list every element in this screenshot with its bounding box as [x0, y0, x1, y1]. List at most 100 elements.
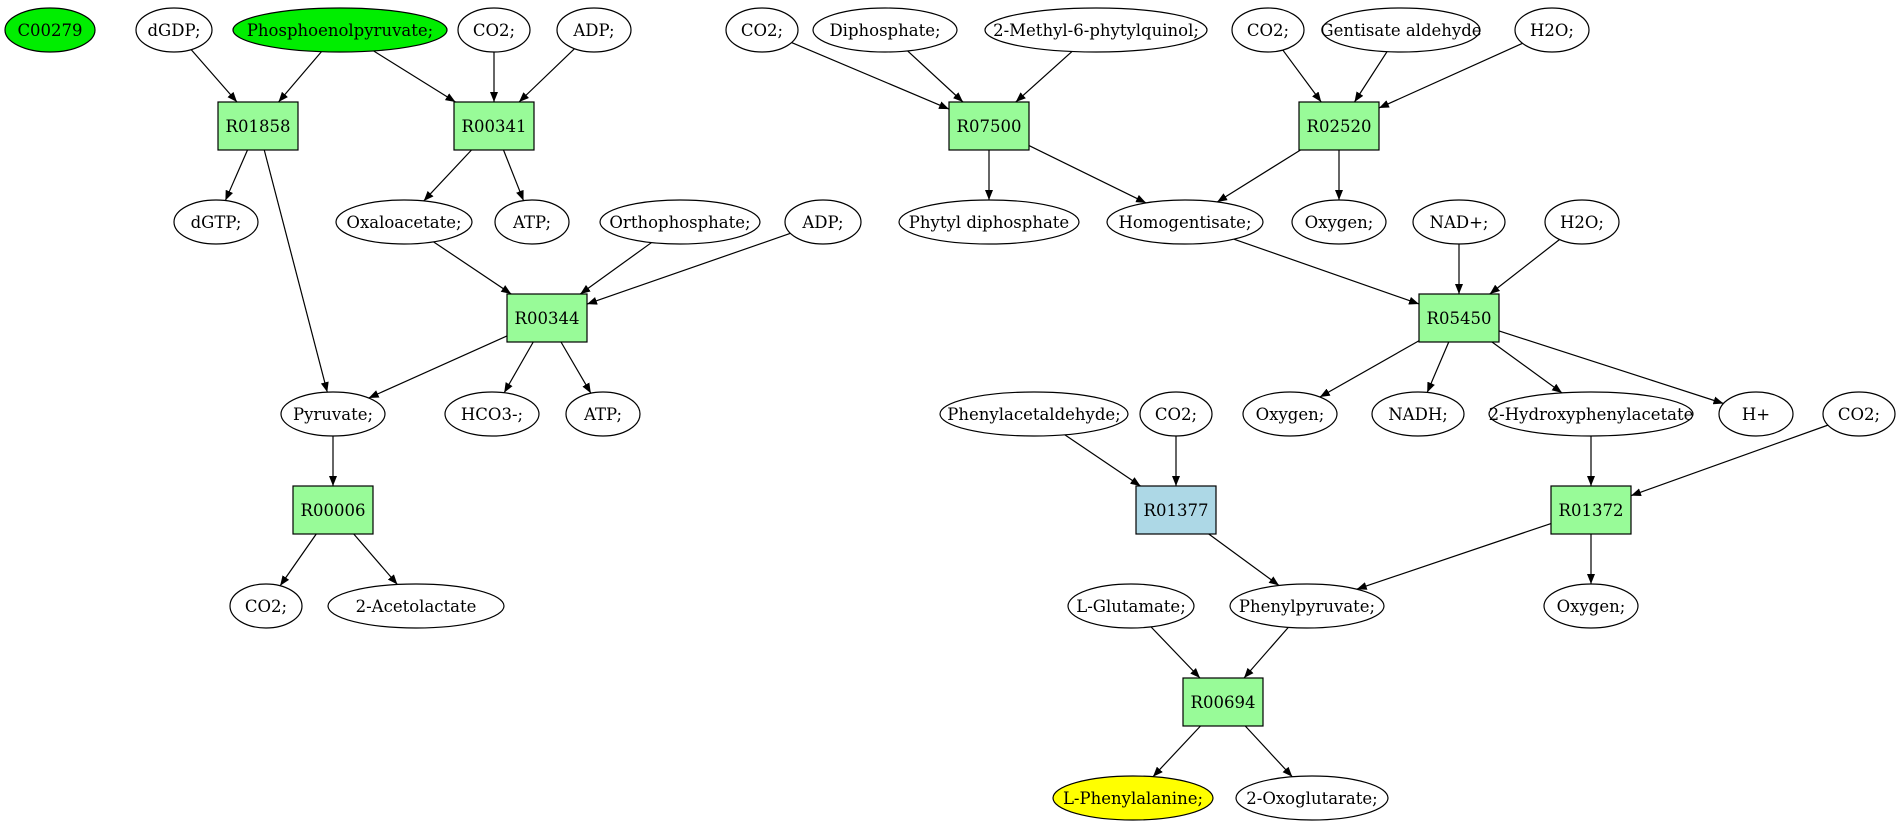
edge-adp-a-to-r00341: [518, 48, 575, 103]
compound-node-adp-b: ADP;: [784, 199, 862, 245]
edge-homogentisate-to-r05450: [1233, 238, 1420, 305]
compound-ellipse: [1139, 391, 1213, 437]
node-label: Phosphoenolpyruvate;: [247, 21, 433, 40]
compound-node-phenylpyruvate: Phenylpyruvate;: [1229, 583, 1385, 629]
edge-pep-to-r00341: [373, 50, 456, 103]
node-label: L-Glutamate;: [1076, 597, 1186, 616]
compound-ellipse: [4, 7, 96, 53]
node-label: L-Phenylalanine;: [1063, 789, 1203, 808]
compound-ellipse: [556, 7, 632, 53]
edge-r01858-to-pyruvate: [263, 149, 329, 393]
compound-node-nad: NAD+;: [1412, 199, 1506, 245]
node-label: Oxaloacetate;: [346, 213, 461, 232]
node-label: CO2;: [1838, 405, 1880, 424]
reaction-node-r01377: R01377: [1135, 485, 1217, 535]
compound-ellipse: [457, 7, 531, 53]
edge-r05450-to-oxygen-b: [1319, 340, 1420, 398]
compound-node-phytyl: Phytyl diphosphate: [898, 199, 1080, 245]
compound-node-co2-e: CO2;: [1139, 391, 1213, 437]
compound-ellipse: [812, 7, 958, 53]
node-label: CO2;: [741, 21, 783, 40]
edge-r02520-to-homogentisate: [1216, 149, 1301, 203]
compound-ellipse: [1067, 583, 1195, 629]
compound-ellipse: [135, 7, 213, 53]
edge-r01372-to-phenylpyruvate: [1356, 522, 1552, 590]
compound-node-orthophosphate: Orthophosphate;: [599, 199, 761, 245]
node-label: Pyruvate;: [293, 405, 373, 424]
node-label: Homogentisate;: [1118, 213, 1251, 232]
node-label: CO2;: [1247, 21, 1289, 40]
reaction-box: [453, 101, 535, 151]
node-label: 2-Acetolactate: [356, 597, 477, 616]
node-label: Oxygen;: [1256, 405, 1325, 424]
compound-node-oxygen-b: Oxygen;: [1242, 391, 1338, 437]
node-label: Diphosphate;: [829, 21, 940, 40]
compound-node-dgdp: dGDP;: [135, 7, 213, 53]
node-label: CO2;: [1155, 405, 1197, 424]
compound-ellipse: [1371, 391, 1465, 437]
compound-node-diphosphate: Diphosphate;: [812, 7, 958, 53]
edge-r00006-to-co2-b: [279, 533, 317, 587]
nodes-layer: C00279 dGDP; Phosphoenolpyruvate; CO2; ADP; R…: [4, 7, 1896, 821]
compound-node-lglutamate: L-Glutamate;: [1067, 583, 1195, 629]
reaction-node-r07500: R07500: [948, 101, 1030, 151]
reaction-node-r02520: R02520: [1298, 101, 1380, 151]
reaction-box: [1298, 101, 1380, 151]
reaction-node-r00344: R00344: [506, 293, 588, 343]
node-label: Gentisate aldehyde: [1320, 21, 1481, 40]
compound-node-co2-f: CO2;: [1822, 391, 1896, 437]
compound-ellipse: [1291, 199, 1387, 245]
compound-ellipse: [444, 391, 540, 437]
compound-node-nadh: NADH;: [1371, 391, 1465, 437]
compound-node-c00279: C00279: [4, 7, 96, 53]
node-label: H+: [1742, 405, 1770, 424]
edge-h2o-a-to-r02520: [1378, 42, 1523, 109]
compound-ellipse: [494, 199, 570, 245]
compound-node-dgtp: dGTP;: [173, 199, 259, 245]
edge-dgdp-to-r01858: [190, 49, 238, 103]
node-label: Phenylacetaldehyde;: [947, 405, 1120, 424]
compound-ellipse: [1822, 391, 1896, 437]
edge-r00006-to-acetolactate: [353, 533, 398, 585]
node-label: NAD+;: [1430, 213, 1489, 232]
node-label: Phenylpyruvate;: [1239, 597, 1375, 616]
node-label: R02520: [1307, 117, 1372, 136]
compound-ellipse: [335, 199, 473, 245]
reaction-node-r00006: R00006: [292, 485, 374, 535]
node-label: 2-Methyl-6-phytylquinol;: [993, 21, 1199, 40]
compound-ellipse: [1488, 391, 1694, 437]
edge-r00341-to-atp-a: [502, 149, 525, 201]
compound-node-oxygen-a: Oxygen;: [1291, 199, 1387, 245]
node-label: R00341: [462, 117, 527, 136]
node-label: ADP;: [801, 213, 843, 232]
compound-node-co2-c: CO2;: [725, 7, 799, 53]
edge-oxaloacetate-to-r00344: [433, 241, 512, 295]
node-label: R00344: [515, 309, 580, 328]
reaction-node-r00341: R00341: [453, 101, 535, 151]
edge-r01858-to-dgtp: [224, 149, 249, 201]
node-label: R01372: [1559, 501, 1624, 520]
reaction-box: [292, 485, 374, 535]
node-label: dGDP;: [147, 21, 200, 40]
compound-ellipse: [1412, 199, 1506, 245]
compound-ellipse: [565, 391, 641, 437]
edge-r05450-to-nadh: [1426, 341, 1450, 393]
node-label: HCO3-;: [461, 405, 523, 424]
edge-r00694-to-oxoglutarate: [1244, 725, 1293, 778]
compound-ellipse: [1229, 583, 1385, 629]
compound-ellipse: [1321, 7, 1481, 53]
compound-node-adp-a: ADP;: [556, 7, 632, 53]
compound-ellipse: [1231, 7, 1305, 53]
edge-r00344-to-hco3: [503, 341, 534, 394]
node-label: Phytyl diphosphate: [909, 213, 1069, 232]
compound-ellipse: [599, 199, 761, 245]
compound-node-acetolactate: 2-Acetolactate: [327, 583, 505, 629]
compound-node-co2-b: CO2;: [229, 583, 303, 629]
node-label: R01858: [226, 117, 291, 136]
node-label: NADH;: [1388, 405, 1448, 424]
edge-r00341-to-oxaloacetate: [423, 149, 472, 202]
compound-node-lphe: L-Phenylalanine;: [1052, 775, 1214, 821]
compound-node-phenylacet: Phenylacetaldehyde;: [939, 391, 1129, 437]
reaction-box: [1418, 293, 1500, 343]
